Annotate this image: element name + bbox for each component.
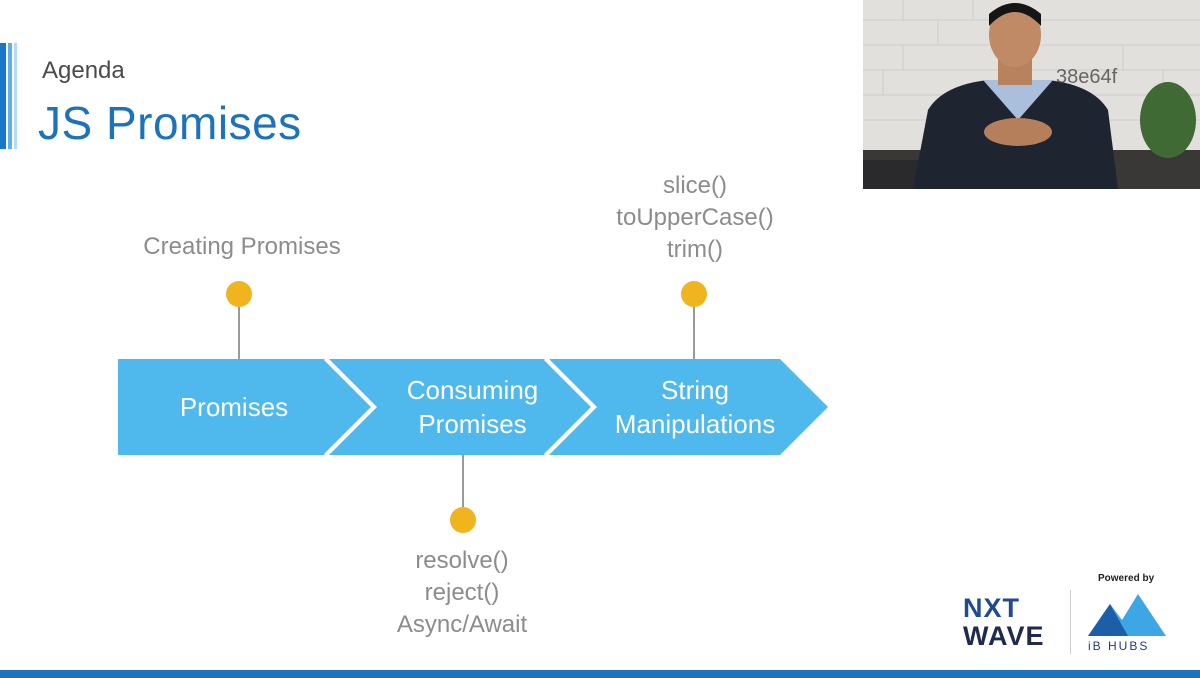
stage-label-line: String	[661, 375, 729, 405]
timeline-separator-2	[543, 357, 596, 457]
logo-divider	[1070, 590, 1071, 654]
bottom-brand-strip	[0, 670, 1200, 678]
note-line: Async/Await	[396, 611, 528, 638]
timeline-separator-1	[323, 357, 376, 457]
note-line: trim()	[667, 236, 723, 263]
timeline-dot-2	[450, 507, 476, 533]
note-line: Creating Promises	[143, 233, 341, 260]
stage-label-line: Promises	[418, 409, 527, 439]
note-line: reject()	[424, 579, 500, 606]
stage-label-consuming-promises: Consuming Promises	[355, 373, 590, 441]
nxtwave-logo-nxt: NXT	[963, 593, 1020, 623]
timeline-dot-3	[681, 281, 707, 307]
timeline-dot-1	[226, 281, 252, 307]
note-creating-promises: Creating Promises	[92, 231, 392, 263]
note-consuming-methods: resolve() reject() Async/Await	[312, 545, 612, 641]
title-accent-bar	[0, 43, 18, 149]
slide-title: JS Promises	[38, 97, 302, 149]
timeline-arrow-3	[549, 359, 828, 455]
timeline-arrow-1	[118, 359, 373, 455]
timeline-arrow-2	[329, 359, 593, 455]
stage-label-line: Manipulations	[614, 409, 776, 439]
ibhubs-mountain-icon	[1088, 594, 1166, 636]
note-line: toUpperCase()	[616, 204, 774, 231]
stage-label-line: Promises	[179, 392, 289, 422]
presenter-video-frame	[863, 0, 1200, 189]
nxtwave-logo-wave: WAVE	[963, 621, 1045, 651]
video-watermark: 38e64f	[1056, 66, 1118, 88]
stage-label-line: Consuming	[406, 375, 539, 405]
note-line: slice()	[663, 172, 727, 199]
powered-by-label: Powered by	[1098, 573, 1155, 584]
presenter-webcam: 38e64f	[863, 0, 1200, 189]
ibhubs-logo-text: iB HUBS	[1088, 639, 1150, 653]
slide-subtitle: Agenda	[42, 57, 125, 84]
stage-label-string-manipulations: String Manipulations	[575, 373, 815, 441]
note-string-methods: slice() toUpperCase() trim()	[545, 170, 845, 266]
note-line: resolve()	[415, 547, 509, 574]
stage-label-promises: Promises	[118, 390, 350, 424]
